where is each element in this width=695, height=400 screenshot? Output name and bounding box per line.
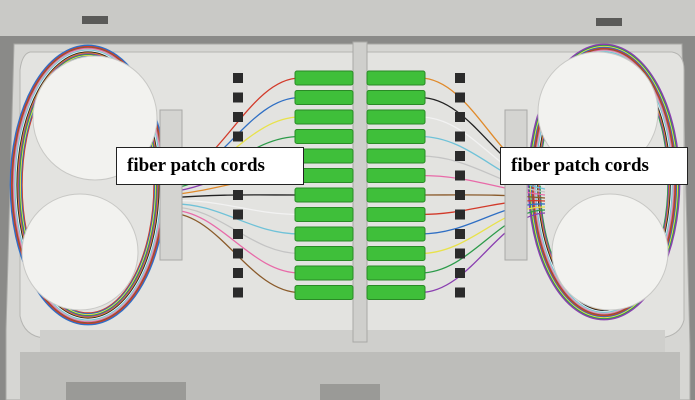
fiber-clip — [455, 112, 465, 122]
fiber-clip — [455, 248, 465, 259]
sc-connector-left — [294, 187, 354, 203]
fiber-clip — [455, 151, 465, 161]
cabinet-top-rail — [0, 0, 695, 36]
fiber-strand — [169, 199, 301, 216]
fiber-strand — [419, 199, 546, 216]
sc-adapter-column — [294, 70, 426, 300]
fiber-label-left: fiber patch cords — [116, 147, 304, 185]
fiber-strand — [419, 174, 546, 196]
sc-connector-left — [294, 90, 354, 105]
sc-connector-left — [294, 70, 354, 86]
sc-connector-right — [366, 207, 426, 222]
fiber-clip — [233, 190, 243, 200]
fiber-clip — [455, 73, 465, 83]
fiber-clip — [233, 287, 243, 298]
fiber-clip — [233, 248, 243, 259]
bottom-vent-2 — [320, 384, 380, 400]
fiber-clip — [455, 92, 465, 103]
sc-connector-right — [366, 168, 426, 183]
bottom-vent — [66, 382, 186, 400]
sc-connector-right — [366, 90, 426, 105]
sc-connector-right — [366, 70, 426, 86]
fiber-clip — [233, 268, 243, 278]
fiber-strand — [419, 203, 546, 235]
center-divider — [352, 41, 368, 343]
fiber-strand — [419, 194, 546, 199]
sc-connector-right — [366, 285, 426, 300]
sc-connector-right — [366, 226, 426, 242]
sc-connector-right — [366, 265, 426, 281]
fiber-clip — [233, 209, 243, 220]
coil-loop — [16, 51, 160, 319]
fiber-clip — [233, 112, 243, 122]
sc-connector-left — [294, 285, 354, 300]
top-slot-right — [596, 18, 622, 26]
top-slot-left — [82, 16, 108, 24]
sc-connector-left — [294, 226, 354, 242]
fiber-clip — [455, 190, 465, 200]
fiber-clip — [233, 73, 243, 83]
left-holder — [159, 109, 183, 261]
fiber-clip — [233, 92, 243, 103]
fiber-clip — [233, 229, 243, 239]
fiber-label-right: fiber patch cords — [500, 147, 688, 185]
fiber-clip — [455, 287, 465, 298]
fiber-strand — [419, 155, 546, 193]
right-spool-bottom — [551, 193, 669, 311]
coil-loop — [15, 50, 161, 320]
sc-connector-left — [294, 207, 354, 222]
sc-connector-left — [294, 246, 354, 261]
coil-loop — [18, 53, 158, 317]
sc-connector-left — [294, 265, 354, 281]
sc-connector-left — [294, 129, 354, 144]
fiber-strand — [419, 206, 546, 255]
fiber-clip — [455, 229, 465, 239]
fiber-strand — [419, 135, 546, 190]
coil-loop — [17, 52, 159, 318]
fiber-clip — [455, 268, 465, 278]
sc-connector-right — [366, 109, 426, 125]
sc-connector-left — [294, 109, 354, 125]
fiber-strand — [419, 212, 546, 294]
coil-loop — [19, 54, 157, 316]
sc-connector-right — [366, 129, 426, 144]
sc-connector-right — [366, 246, 426, 261]
fiber-strand — [419, 209, 546, 274]
fiber-clip — [455, 170, 465, 181]
sc-connector-right — [366, 187, 426, 203]
right-holder — [504, 109, 528, 261]
fiber-clip — [455, 131, 465, 142]
fiber-clip — [455, 209, 465, 220]
left-spool-bottom — [21, 193, 139, 311]
fiber-clip — [233, 131, 243, 142]
fiber-strand — [169, 209, 301, 274]
sc-connector-right — [366, 148, 426, 164]
